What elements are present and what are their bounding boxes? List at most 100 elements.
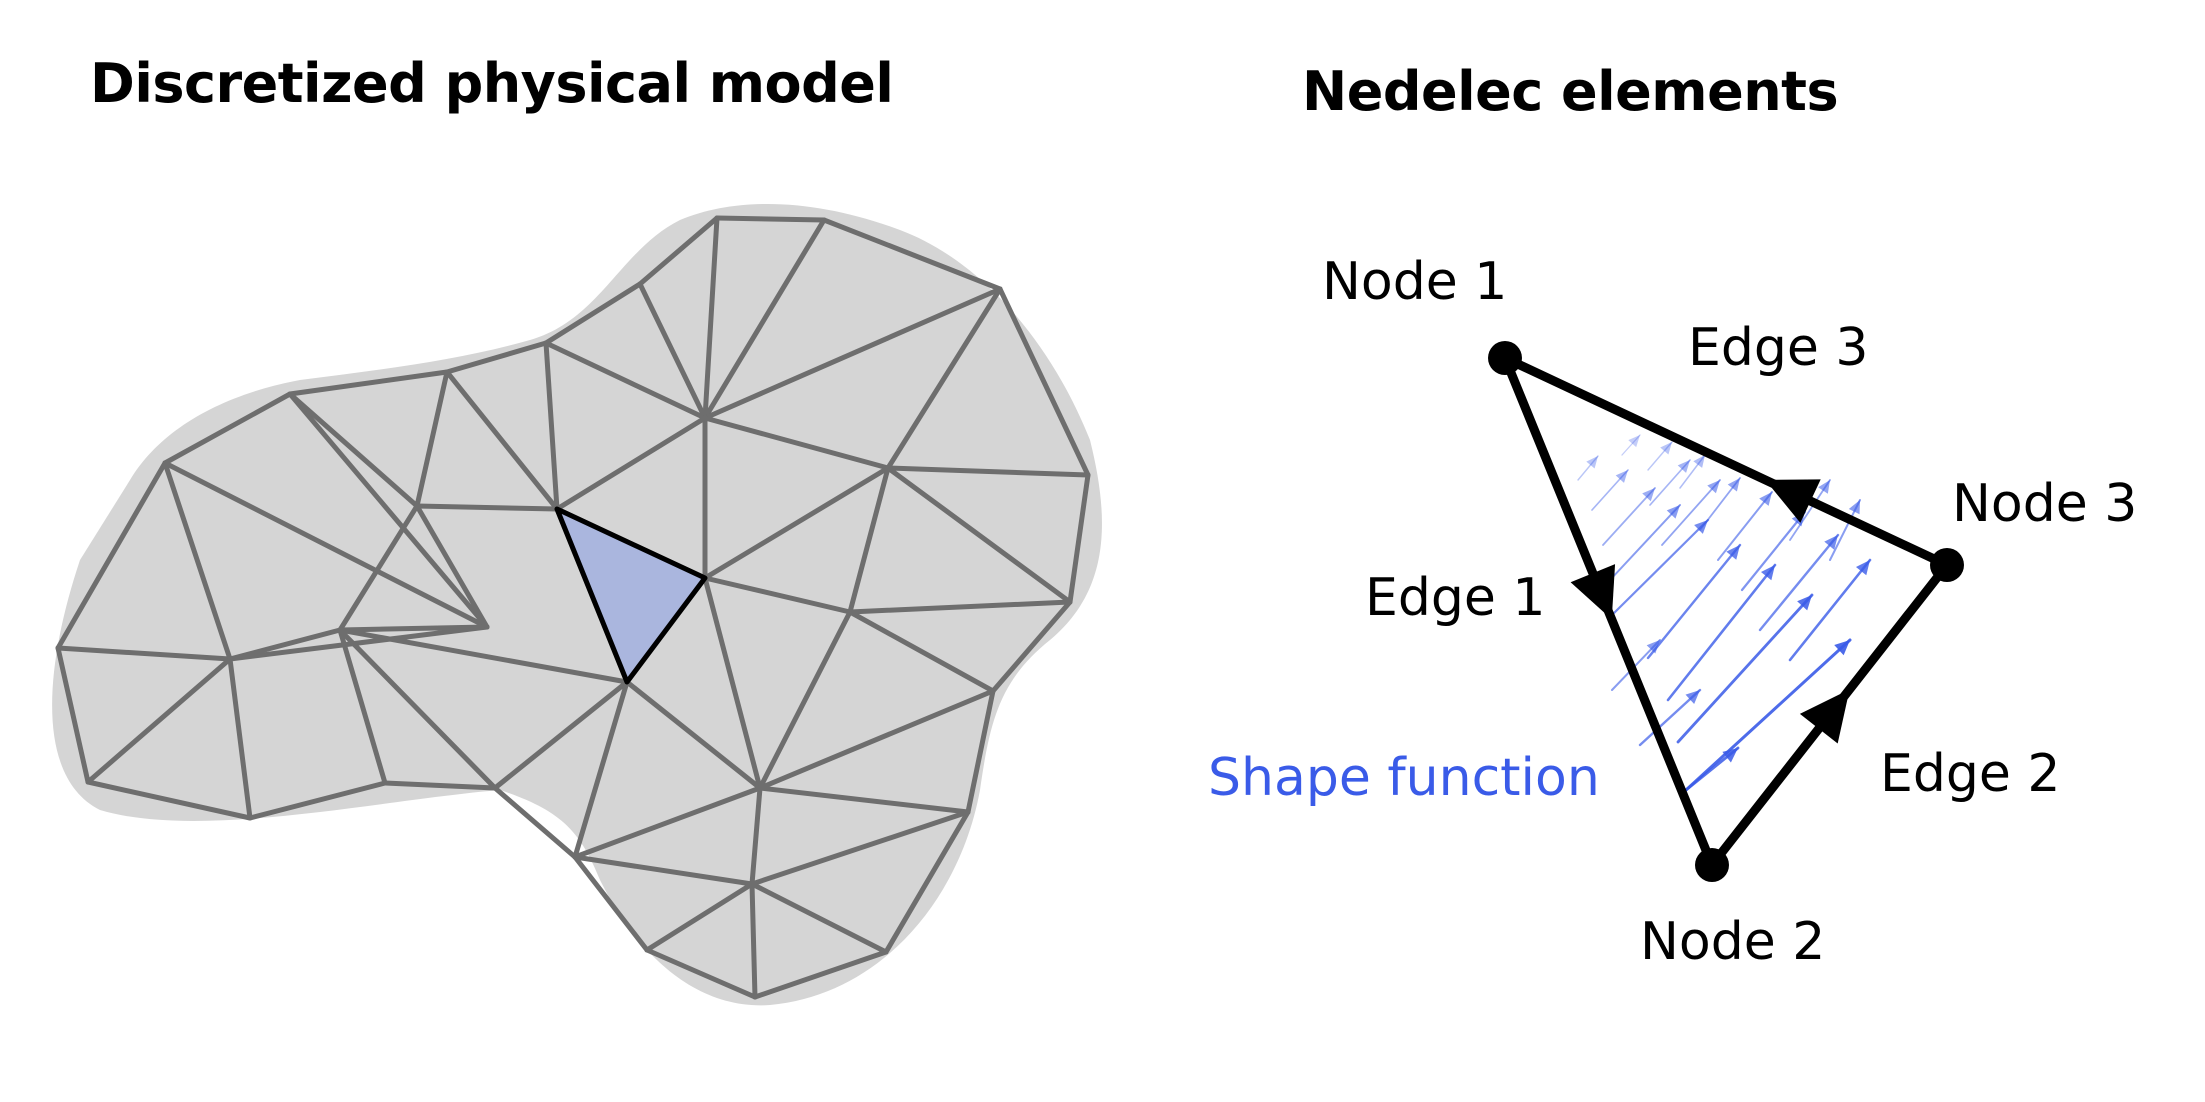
mesh-edge xyxy=(543,340,708,421)
field-arrow xyxy=(1788,558,1872,662)
mesh-edge xyxy=(337,627,388,786)
mesh-edge xyxy=(702,217,827,421)
field-arrow-head xyxy=(1628,435,1640,448)
mesh-edge xyxy=(847,465,891,615)
mesh-edge xyxy=(414,369,450,509)
mesh-edge xyxy=(414,503,490,630)
highlighted-element xyxy=(554,506,708,685)
field-arrow xyxy=(1661,479,1721,546)
field-arrow xyxy=(1649,459,1691,506)
mesh-edge xyxy=(247,780,388,821)
element-nodes xyxy=(1488,341,1964,882)
edge-3-arrowhead xyxy=(1765,479,1821,523)
label-node-2: Node 2 xyxy=(1640,912,1826,972)
mesh-edge xyxy=(287,391,490,630)
mesh-edge xyxy=(990,599,1073,694)
field-arrow-head xyxy=(1722,748,1738,763)
mesh-edge xyxy=(821,217,1003,292)
edge-3-line xyxy=(1500,353,1952,570)
domain-blob xyxy=(52,203,1102,1006)
mesh-edge xyxy=(637,281,708,421)
mesh-edge xyxy=(572,854,755,887)
mesh-edge xyxy=(85,779,253,821)
node-3-dot xyxy=(1930,548,1964,582)
field-arrow-head xyxy=(1727,478,1740,492)
field-arrow-head xyxy=(1586,456,1598,469)
mesh-edge xyxy=(752,949,889,1000)
field-arrow-head xyxy=(1660,442,1672,455)
shape-function-arrows xyxy=(1577,434,1872,792)
mesh-edge xyxy=(227,656,253,821)
field-arrow-head xyxy=(1855,560,1870,576)
mesh-edge xyxy=(162,391,293,466)
title-nedelec-elements: Nedelec elements xyxy=(1302,60,1839,123)
title-discretized-model: Discretized physical model xyxy=(90,52,894,115)
mesh-edge xyxy=(162,460,490,630)
field-arrow xyxy=(1646,543,1742,660)
mesh-edge xyxy=(757,785,971,815)
field-arrow xyxy=(1621,434,1641,456)
mesh-edge xyxy=(444,369,560,512)
field-arrow-head xyxy=(1797,595,1812,611)
mesh-edge xyxy=(1067,472,1091,605)
mesh-edge xyxy=(757,609,853,791)
mesh-edge xyxy=(55,645,91,785)
mesh-edge xyxy=(382,780,498,791)
mesh-edge xyxy=(749,809,971,887)
mesh-edge xyxy=(702,286,1003,421)
field-arrow-head xyxy=(1666,505,1680,519)
field-arrow-head xyxy=(1685,690,1700,705)
field-arrow-head xyxy=(1642,488,1655,502)
field-arrow-head xyxy=(1615,470,1628,483)
field-arrow xyxy=(1676,593,1814,744)
mesh-edge xyxy=(337,503,420,633)
field-arrow-head xyxy=(1646,640,1660,654)
mesh-edge xyxy=(572,854,650,953)
field-arrow xyxy=(1610,518,1710,617)
mesh-edge xyxy=(702,215,720,421)
mesh-edge xyxy=(337,624,490,633)
field-arrow xyxy=(1758,533,1840,632)
field-arrow-head xyxy=(1759,492,1772,506)
mesh-edge xyxy=(287,391,420,509)
field-arrow xyxy=(1591,469,1629,511)
mesh-edge xyxy=(444,340,549,375)
mesh-edge xyxy=(287,369,450,397)
mesh-edge xyxy=(997,286,1091,478)
edge-1-arrowhead xyxy=(1570,564,1616,620)
field-arrow xyxy=(1609,504,1681,581)
edge-direction-arrows xyxy=(1570,479,1850,744)
mesh-edge xyxy=(554,415,708,512)
mesh-edge xyxy=(847,609,996,694)
field-arrow-head xyxy=(1834,640,1850,656)
mesh-edge xyxy=(749,881,758,1000)
mesh-edge xyxy=(714,215,827,223)
mesh-edge xyxy=(337,627,498,791)
label-node-3: Node 3 xyxy=(1952,474,2138,534)
mesh-edge xyxy=(702,575,763,791)
mesh-edge xyxy=(85,656,233,785)
mesh-edge xyxy=(702,575,853,615)
mesh-edge xyxy=(702,415,891,471)
label-edge-1: Edge 1 xyxy=(1365,568,1546,628)
field-arrow-head xyxy=(1761,565,1775,581)
field-arrow-head xyxy=(1726,545,1740,560)
mesh-edge xyxy=(572,679,630,860)
mesh-edge xyxy=(227,627,343,662)
mesh-edge xyxy=(702,465,891,581)
mesh-edge xyxy=(492,679,630,791)
field-arrow-head xyxy=(1818,480,1830,494)
field-arrow xyxy=(1717,491,1773,561)
node-1-dot xyxy=(1488,341,1522,375)
mesh-edge xyxy=(624,679,763,791)
field-arrow-head xyxy=(1693,455,1705,468)
label-shape-function: Shape function xyxy=(1208,748,1600,808)
mesh-edge xyxy=(749,785,763,887)
mesh-edge xyxy=(55,645,233,662)
mesh-edge xyxy=(414,503,560,512)
field-arrow xyxy=(1602,487,1656,546)
field-arrow-head xyxy=(1848,500,1860,515)
mesh-edge xyxy=(847,599,1073,615)
field-arrow xyxy=(1577,455,1599,481)
